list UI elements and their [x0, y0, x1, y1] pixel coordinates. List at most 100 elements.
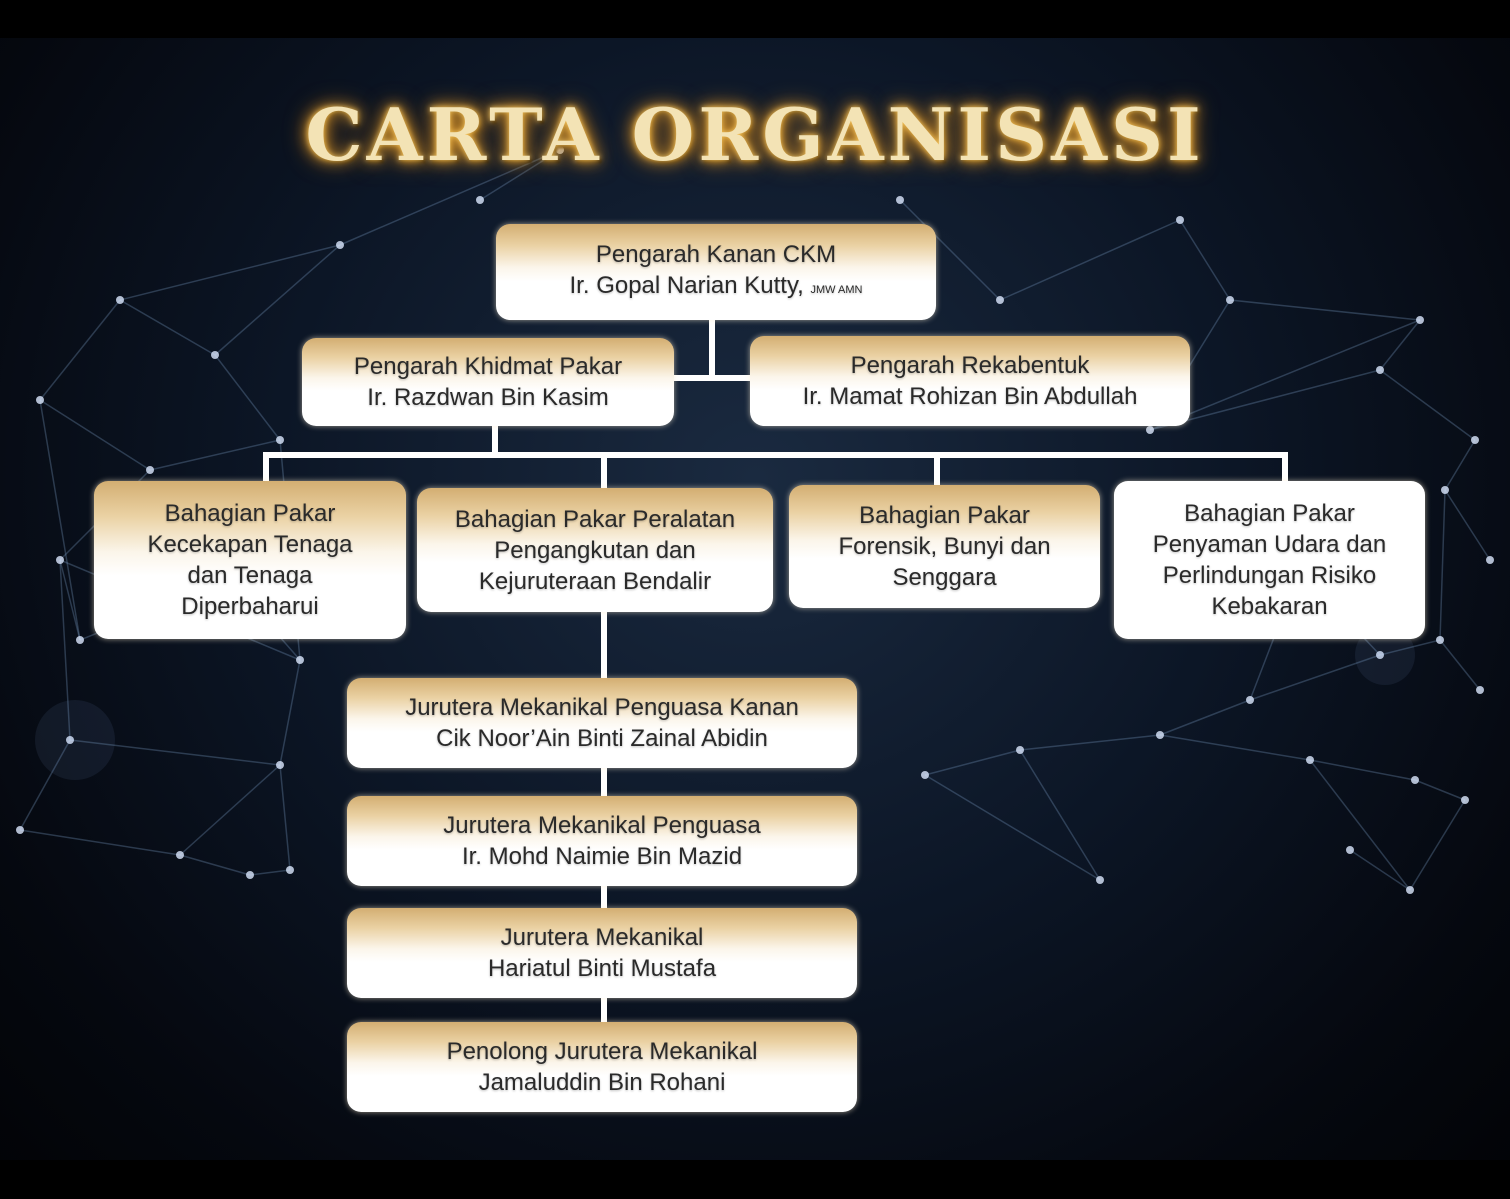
network-node [921, 771, 929, 779]
division-1-line-3: dan Tenaga [187, 562, 313, 589]
network-line [119, 299, 216, 356]
division-3-line-2: Forensik, Bunyi dan [838, 533, 1051, 560]
division-4-line-4: Kebakaran [1211, 593, 1328, 620]
network-node [1226, 296, 1234, 304]
network-node [176, 851, 184, 859]
network-line [279, 659, 301, 766]
network-node [1476, 686, 1484, 694]
bottom-letterbox [0, 1160, 1510, 1199]
division-box-3: Bahagian Pakar Forensik, Bunyi dan Sengg… [789, 485, 1100, 608]
rekabentuk-role: Pengarah Rekabentuk [850, 352, 1090, 379]
director-name-line: Ir. Gopal Narian Kutty, JMW AMN [570, 270, 863, 306]
director-box: Pengarah Kanan CKM Ir. Gopal Narian Kutt… [496, 224, 936, 320]
division-1-line-1: Bahagian Pakar [164, 500, 336, 527]
network-line [1379, 639, 1441, 656]
network-line [1409, 799, 1466, 891]
network-line [279, 764, 291, 871]
staff-2-name: Ir. Mohd Naimie Bin Mazid [461, 843, 743, 870]
division-3-line-1: Bahagian Pakar [859, 502, 1030, 529]
network-node [276, 436, 284, 444]
network-node [1411, 776, 1419, 784]
staff-box-4: Penolong Jurutera Mekanikal Jamaluddin B… [347, 1022, 857, 1112]
network-line [1349, 849, 1411, 891]
staff-4-name: Jamaluddin Bin Rohani [478, 1069, 726, 1096]
network-line [149, 439, 281, 471]
network-node [286, 866, 294, 874]
network-node [896, 196, 904, 204]
network-line [39, 399, 151, 471]
staff-4-role: Penolong Jurutera Mekanikal [446, 1038, 758, 1065]
network-line [39, 399, 81, 641]
network-node [1376, 366, 1384, 374]
network-line [1309, 759, 1411, 891]
network-node [116, 296, 124, 304]
network-node [211, 351, 219, 359]
network-line [1249, 654, 1381, 701]
network-line [339, 149, 561, 246]
network-line [214, 354, 281, 441]
staff-box-1: Jurutera Mekanikal Penguasa Kanan Cik No… [347, 678, 857, 768]
network-node [76, 636, 84, 644]
staff-3-name: Hariatul Binti Mustafa [487, 955, 717, 982]
network-node [476, 196, 484, 204]
top-letterbox [0, 0, 1510, 38]
network-node [336, 241, 344, 249]
staff-box-3: Jurutera Mekanikal Hariatul Binti Mustaf… [347, 908, 857, 998]
network-line [19, 739, 71, 831]
division-4-line-3: Perlindungan Risiko [1162, 562, 1377, 589]
network-line [1309, 759, 1416, 781]
network-line [1019, 749, 1101, 881]
rekabentuk-name: Ir. Mamat Rohizan Bin Abdullah [802, 383, 1138, 410]
network-line [924, 749, 1021, 776]
network-node [1156, 731, 1164, 739]
division-3-line-3: Senggara [892, 564, 997, 591]
network-line [1379, 319, 1421, 371]
division-4-line-2: Penyaman Udara dan [1152, 531, 1387, 558]
director-name: Ir. Gopal Narian Kutty, [569, 271, 804, 299]
division-1-line-4: Diperbaharui [181, 593, 319, 620]
network-line [249, 869, 291, 876]
network-node [1146, 426, 1154, 434]
network-node [1486, 556, 1494, 564]
network-line [1439, 639, 1481, 691]
network-node [16, 826, 24, 834]
khidmat-pakar-box: Pengarah Khidmat Pakar Ir. Razdwan Bin K… [302, 338, 674, 426]
rekabentuk-box: Pengarah Rekabentuk Ir. Mamat Rohizan Bi… [750, 336, 1190, 426]
network-node [1346, 846, 1354, 854]
division-1-line-2: Kecekapan Tenaga [147, 531, 353, 558]
network-line [1444, 439, 1476, 491]
network-line [1379, 369, 1476, 441]
network-line [214, 244, 341, 356]
network-line [1159, 699, 1251, 736]
network-line [1149, 369, 1381, 431]
network-line [179, 764, 281, 856]
network-node [1306, 756, 1314, 764]
chart-title: CARTA ORGANISASI [305, 92, 1205, 177]
division-2-line-3: Kejuruteraan Bendalir [478, 567, 712, 595]
director-role: Pengarah Kanan CKM [595, 240, 837, 268]
khidmat-pakar-name: Ir. Razdwan Bin Kasim [367, 384, 609, 411]
network-line [59, 559, 71, 741]
network-node [1096, 876, 1104, 884]
network-line [1444, 489, 1491, 561]
network-node [1471, 436, 1479, 444]
network-node [1461, 796, 1469, 804]
network-line [119, 244, 341, 301]
network-line [1229, 299, 1421, 321]
staff-1-name: Cik Noor’Ain Binti Zainal Abidin [436, 725, 768, 752]
network-line [999, 219, 1181, 301]
network-line [1414, 779, 1466, 801]
staff-2-role: Jurutera Mekanikal Penguasa [443, 812, 761, 839]
network-line [39, 299, 121, 401]
division-box-2: Bahagian Pakar Peralatan Pengangkutan da… [417, 488, 773, 612]
network-node [1246, 696, 1254, 704]
network-line [19, 829, 181, 856]
network-line [1019, 734, 1161, 751]
network-node [1441, 486, 1449, 494]
network-node [996, 296, 1004, 304]
network-node [296, 656, 304, 664]
staff-3-role: Jurutera Mekanikal [500, 924, 704, 951]
network-node [1406, 886, 1414, 894]
network-line [1159, 734, 1311, 761]
